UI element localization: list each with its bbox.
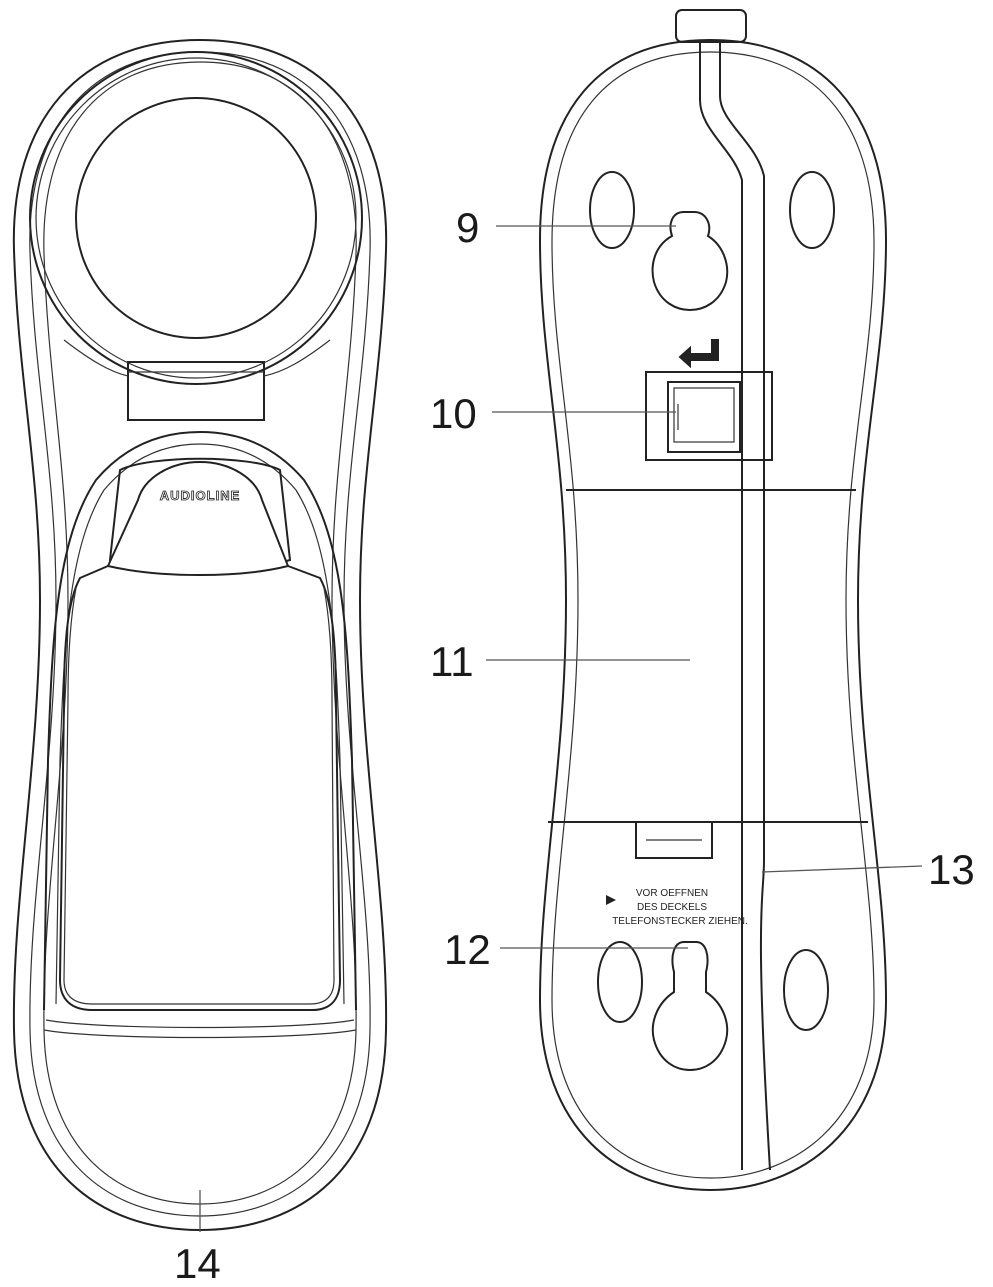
brand-label: AUDIOLINE — [160, 488, 241, 503]
cable-channel-right — [719, 42, 771, 1171]
warning-line-3: TELEFONSTECKER ZIEHEN. — [612, 916, 748, 927]
mouthpiece-band-1 — [45, 1019, 355, 1029]
brand-badge-triangle — [106, 460, 290, 576]
handset-back-view: VOR OEFFNEN DES DECKELS TELEFONSTECKER Z… — [486, 9, 923, 1192]
rubber-foot-bottom-right — [783, 949, 829, 1031]
cable-channel-left — [699, 42, 743, 1170]
callout-14: 14 — [174, 1240, 221, 1287]
warning-line-1: VOR OEFFNEN — [636, 888, 708, 899]
wall-mount-hole-top — [651, 211, 729, 312]
line-socket-frame — [645, 371, 773, 461]
rubber-foot-top-right — [789, 171, 835, 249]
callout-13: 13 — [928, 846, 975, 893]
keypad-panel — [58, 565, 342, 1011]
back-inner-shell — [551, 51, 875, 1179]
front-inner-shell — [29, 51, 371, 1217]
handset-front-view: AUDIOLINE — [12, 38, 388, 1232]
callout-11: 11 — [430, 638, 474, 685]
wall-mount-hole-bottom — [651, 941, 729, 1072]
neck-connector — [127, 361, 265, 421]
earpiece-speaker — [75, 97, 317, 339]
cable-stub — [675, 9, 747, 43]
return-arrow-icon — [678, 339, 719, 369]
earpiece-ring-outer — [29, 51, 363, 385]
back-outer-shell — [538, 38, 888, 1192]
neck-side-right — [263, 339, 331, 377]
earpiece-ring-inner — [35, 57, 357, 379]
battery-cover-latch — [635, 822, 713, 859]
callout-9: 9 — [456, 204, 479, 251]
callout-12: 12 — [444, 926, 491, 973]
rubber-foot-bottom-left — [597, 941, 643, 1023]
mouthpiece-band-2 — [43, 1029, 357, 1039]
keypad-panel-inner — [63, 587, 335, 1005]
leader-13 — [761, 865, 923, 873]
warning-line-2: DES DECKELS — [637, 902, 707, 913]
rubber-foot-top-left — [589, 171, 635, 249]
front-inner-shell-2 — [43, 61, 357, 1205]
line-socket — [667, 381, 741, 453]
triangle-arrow-icon — [606, 895, 616, 905]
callout-10: 10 — [430, 390, 477, 437]
neck-side-left — [63, 339, 129, 377]
keypad-arch-inner — [55, 443, 345, 1005]
keypad-arch-outer — [43, 430, 357, 1011]
line-socket-inner — [673, 387, 735, 443]
